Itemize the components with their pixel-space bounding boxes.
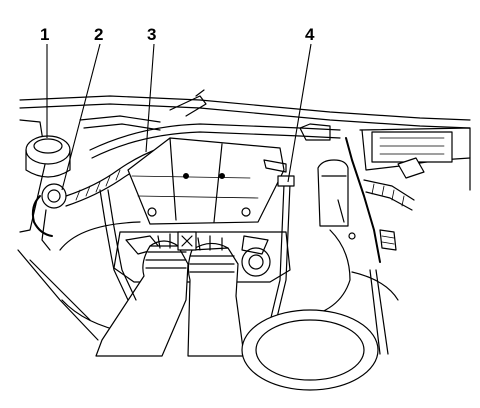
lower-housing — [241, 271, 399, 391]
callout-label-1: 1 — [40, 25, 49, 44]
callout-leaders — [46, 43, 312, 191]
engine-bay-outline — [17, 95, 471, 341]
callout-label-3: 3 — [147, 25, 156, 44]
intake-manifold-cover — [127, 137, 287, 225]
radiator-fill-area — [25, 135, 163, 251]
callout-labels: 1 2 3 4 — [40, 25, 315, 44]
leader-3 — [145, 43, 155, 153]
gloved-hands — [95, 231, 245, 357]
right-side-hoses — [99, 137, 425, 357]
callout-label-4: 4 — [305, 25, 315, 44]
leader-2 — [61, 43, 101, 191]
leader-4 — [287, 43, 312, 183]
callout-label-2: 2 — [94, 25, 103, 44]
